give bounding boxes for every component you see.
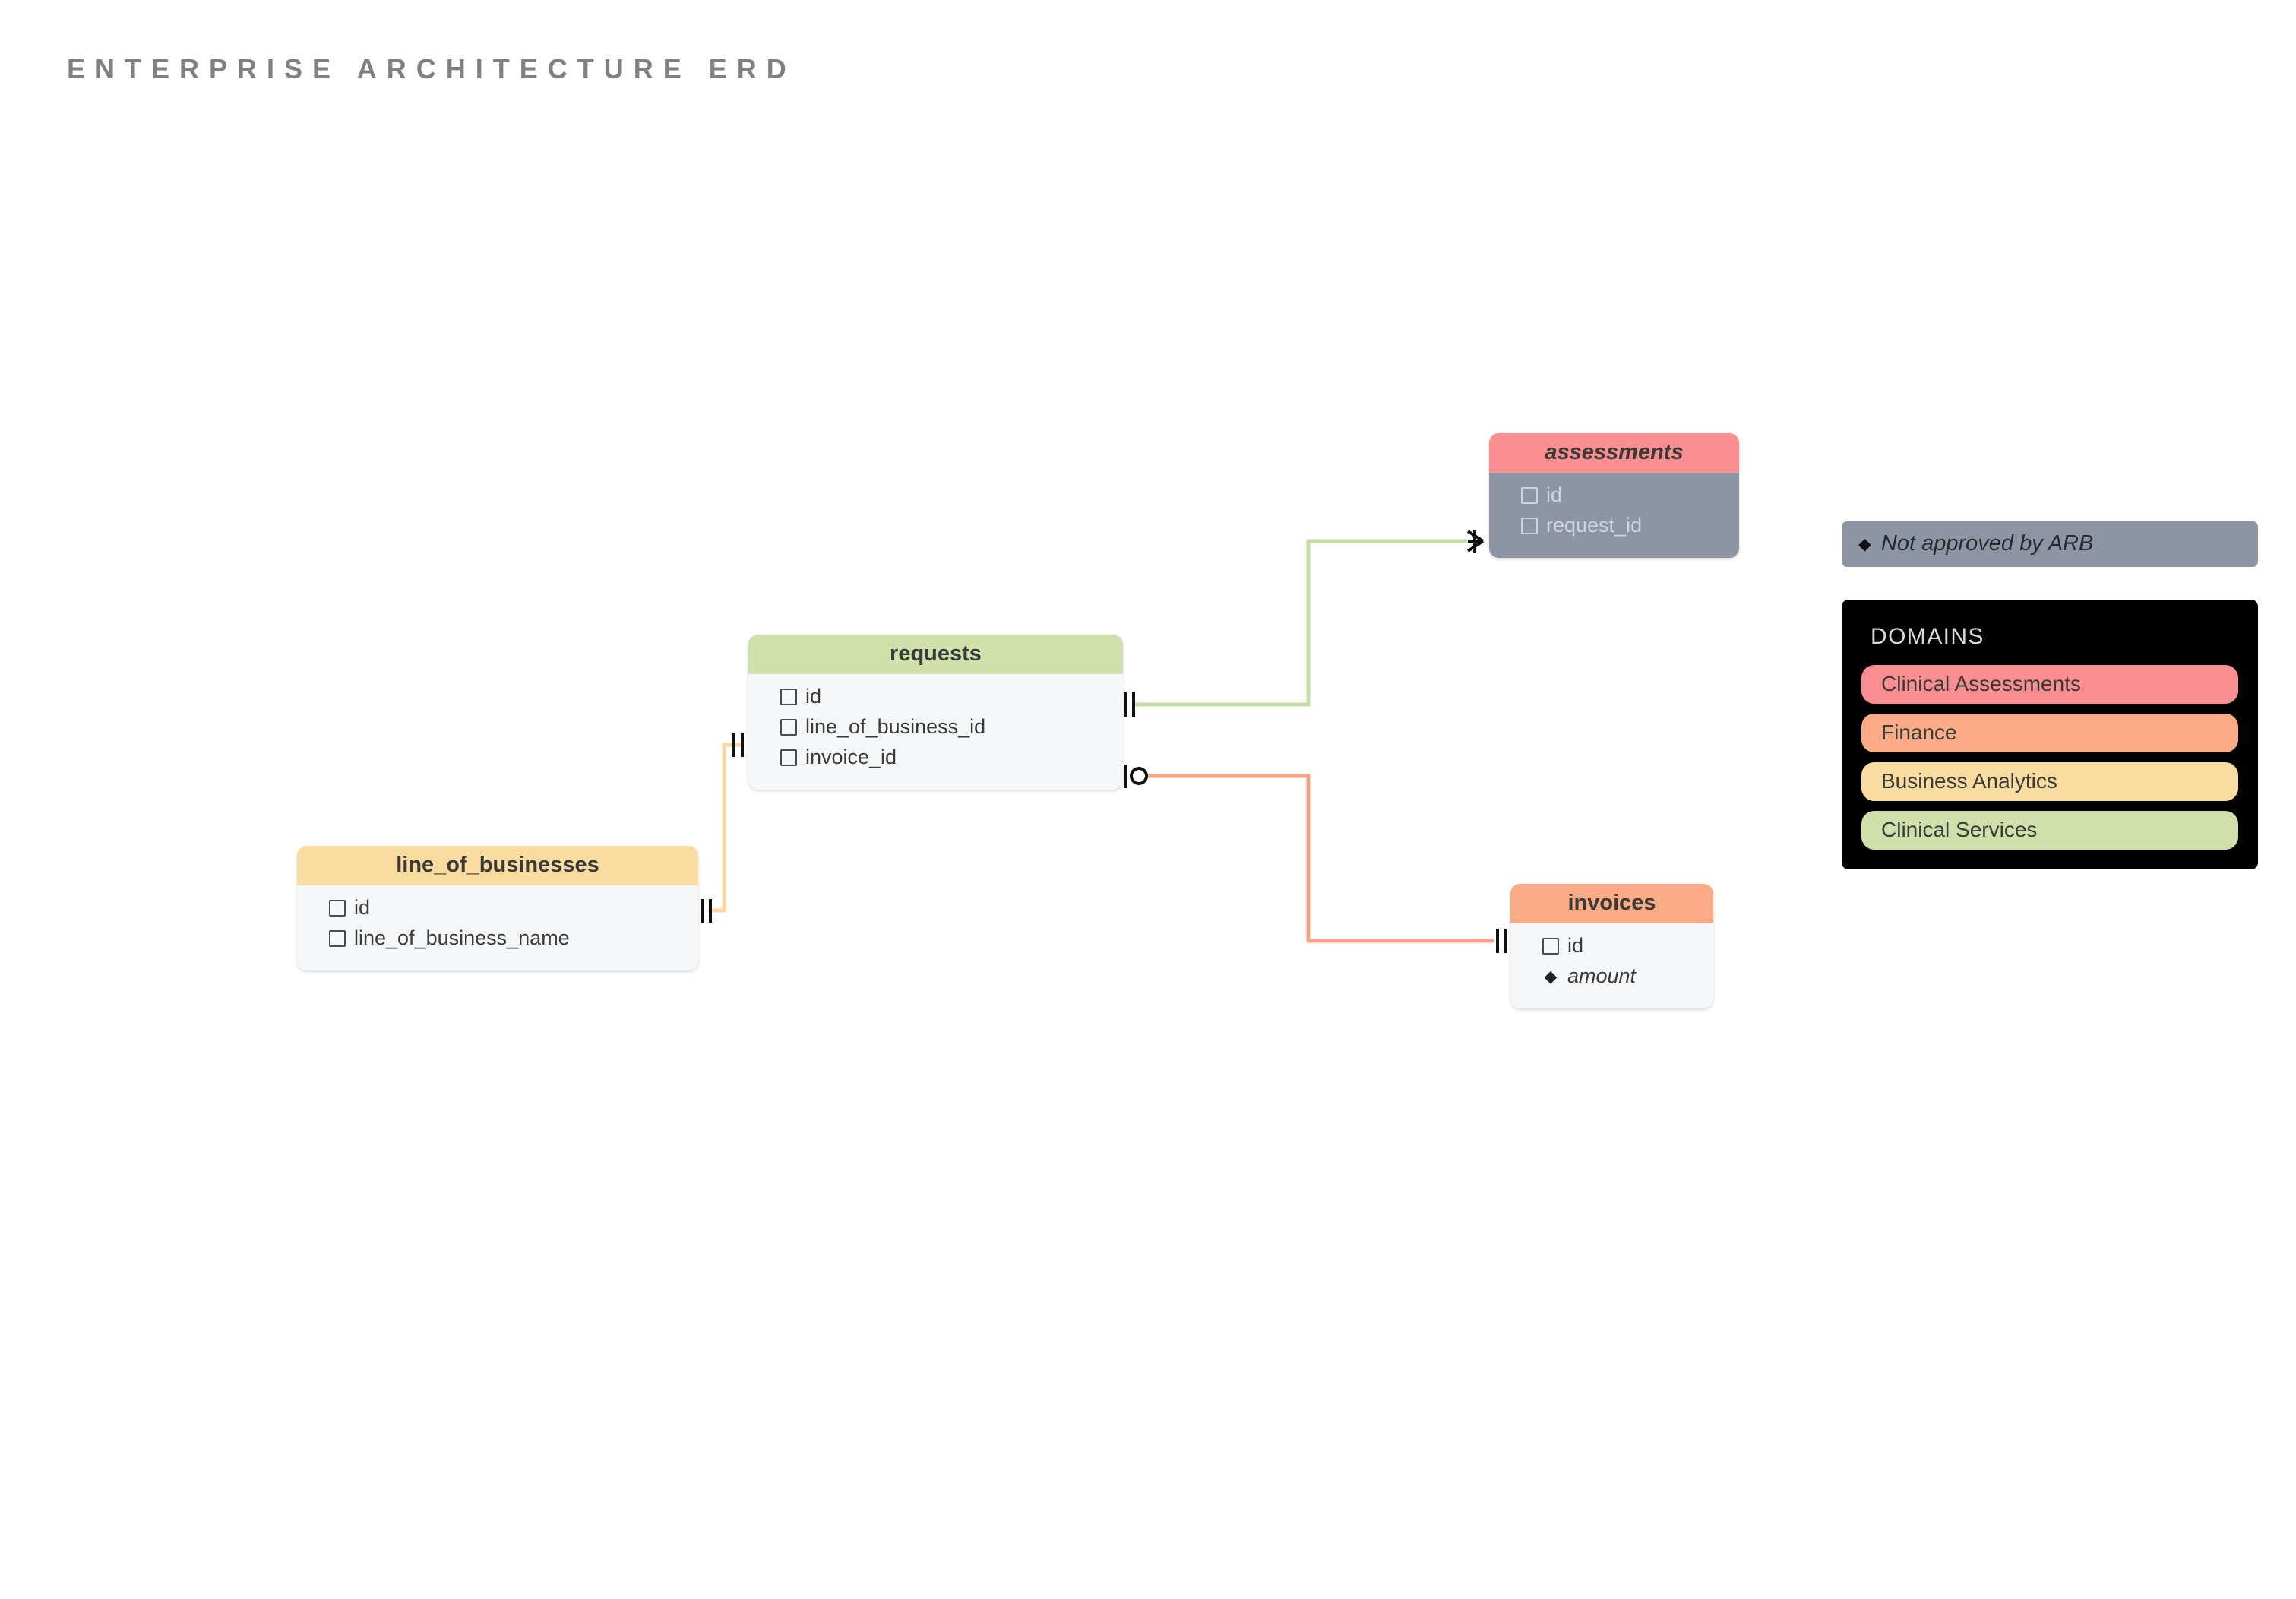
cardinality-one-and-only-one — [1496, 929, 1507, 953]
field-label: id — [354, 896, 371, 919]
entity-table-requests[interactable]: requests id line_of_business_id invoice_… — [748, 635, 1123, 790]
field-row[interactable]: request_id — [1489, 511, 1739, 541]
field-label: line_of_business_name — [354, 926, 570, 949]
cardinality-one-and-only-one — [1124, 692, 1135, 717]
field-row[interactable]: id — [297, 893, 698, 923]
checkbox-icon — [780, 718, 797, 736]
entity-table-invoices[interactable]: invoices id ◆ amount — [1510, 884, 1713, 1008]
relationship-line-requests-assessments — [1132, 539, 1467, 707]
checkbox-icon — [1521, 486, 1538, 504]
relationship-line-requests-invoices — [1140, 774, 1494, 943]
field-label: id — [805, 685, 822, 708]
relationship-requests-to-assessments — [1124, 530, 1485, 717]
entity-table-line-of-businesses[interactable]: line_of_businesses id line_of_business_n… — [297, 846, 698, 970]
legend-domain-clinical-assessments[interactable]: Clinical Assessments — [1861, 665, 2238, 704]
cardinality-one-and-only-one — [732, 733, 744, 757]
field-row[interactable]: id — [1510, 931, 1713, 961]
checkbox-icon — [780, 688, 797, 705]
diamond-icon: ◆ — [1544, 966, 1558, 986]
checkbox-icon — [1521, 517, 1538, 534]
cardinality-zero-or-many — [1466, 530, 1485, 553]
cardinality-one-and-only-one — [701, 899, 712, 923]
field-label: id — [1546, 483, 1563, 506]
field-row[interactable]: ◆ amount — [1510, 961, 1713, 992]
legend-domains-panel: DOMAINS Clinical Assessments Finance Bus… — [1842, 600, 2258, 869]
legend-domain-clinical-services[interactable]: Clinical Services — [1861, 811, 2238, 850]
legend-arb-label: Not approved by ARB — [1880, 531, 2094, 556]
field-label: request_id — [1546, 513, 1643, 537]
field-row[interactable]: line_of_business_name — [297, 923, 698, 954]
entity-fields-requests: id line_of_business_id invoice_id — [748, 674, 1123, 790]
legend-domain-business-analytics[interactable]: Business Analytics — [1861, 762, 2238, 801]
entity-fields-invoices: id ◆ amount — [1510, 923, 1713, 1008]
field-row[interactable]: id — [748, 682, 1123, 712]
entity-table-assessments[interactable]: assessments id request_id — [1489, 433, 1739, 558]
cardinality-zero-or-one — [1124, 765, 1148, 788]
checkbox-icon — [329, 899, 346, 917]
entity-title-assessments: assessments — [1489, 433, 1739, 473]
legend-domains-title: DOMAINS — [1871, 624, 1984, 649]
legend-domain-finance[interactable]: Finance — [1861, 714, 2238, 752]
field-row[interactable]: invoice_id — [748, 743, 1123, 773]
field-label: id — [1567, 934, 1584, 957]
field-label: amount — [1567, 964, 1637, 987]
relationship-requests-to-invoices — [1124, 765, 1507, 953]
entity-title-line-of-businesses: line_of_businesses — [297, 846, 698, 885]
field-row[interactable]: id — [1489, 480, 1739, 511]
checkbox-icon — [1542, 937, 1559, 955]
entity-title-invoices: invoices — [1510, 884, 1713, 923]
page-title: ENTERPRISE ARCHITECTURE ERD — [67, 53, 796, 84]
field-row[interactable]: line_of_business_id — [748, 712, 1123, 743]
checkbox-icon — [329, 929, 346, 947]
relationship-line-lob-requests — [708, 743, 741, 913]
entity-title-requests: requests — [748, 635, 1123, 674]
legend-not-approved-by-arb: ◆ Not approved by ARB — [1842, 521, 2258, 567]
entity-fields-line-of-businesses: id line_of_business_name — [297, 885, 698, 970]
field-label: invoice_id — [805, 745, 897, 768]
entity-fields-assessments: id request_id — [1489, 473, 1739, 558]
field-label: line_of_business_id — [805, 714, 986, 738]
diamond-icon: ◆ — [1858, 534, 1871, 553]
checkbox-icon — [780, 749, 797, 766]
relationship-line-of-businesses-to-requests — [701, 733, 744, 923]
